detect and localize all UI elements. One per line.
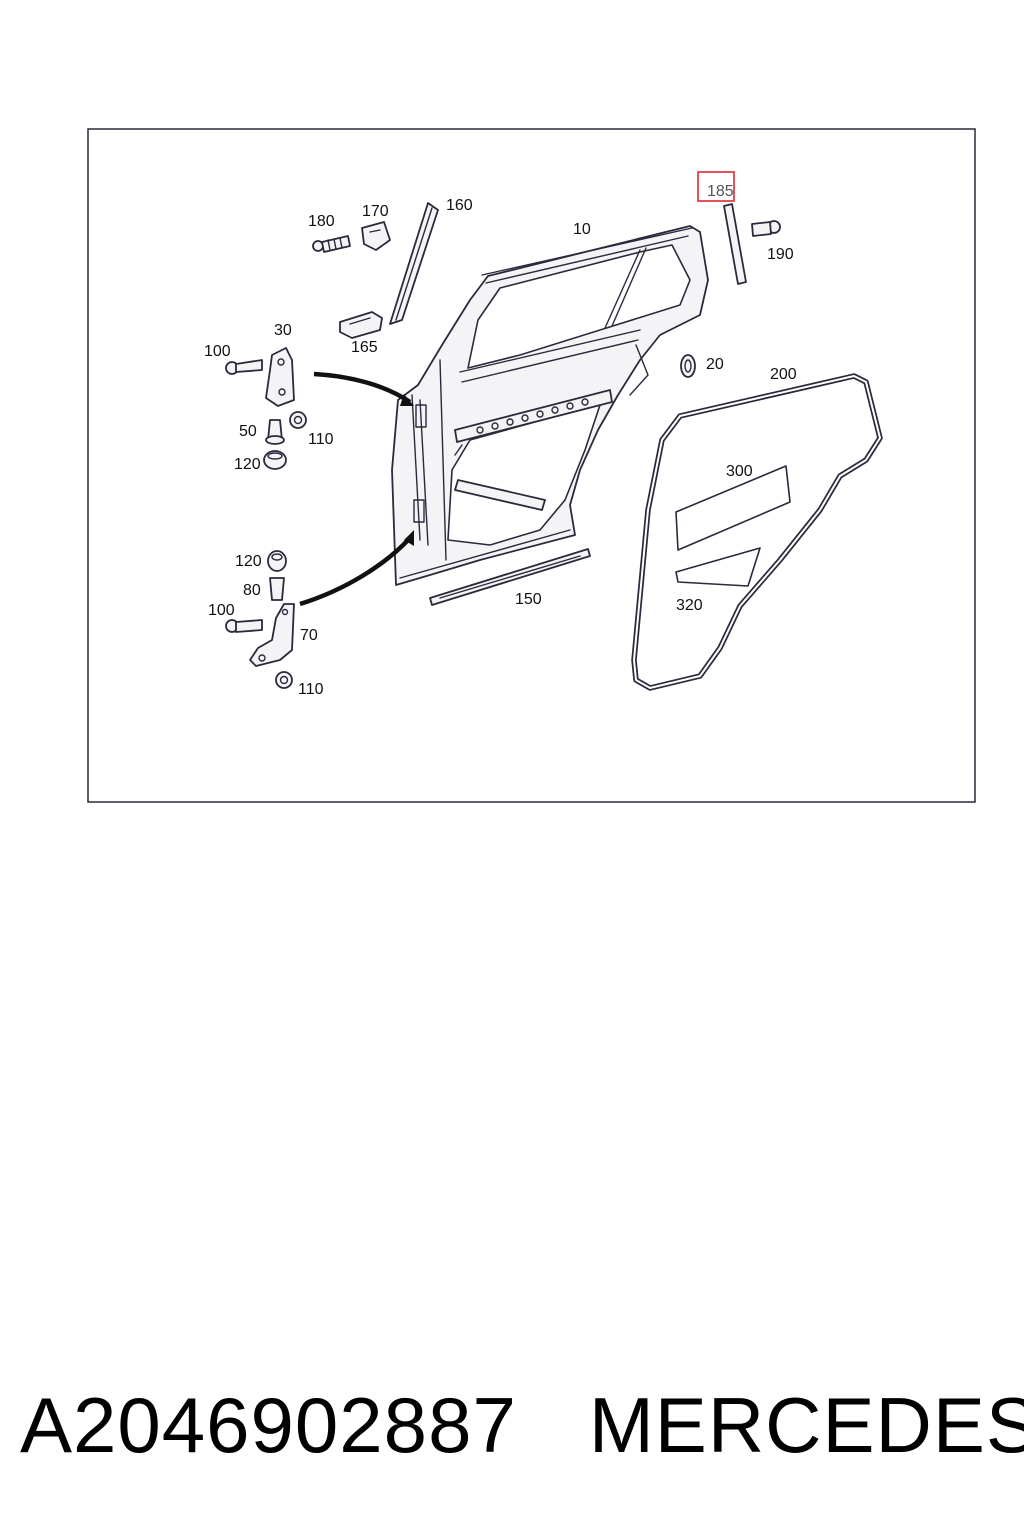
callout-highlight-box [697, 171, 735, 202]
part-120-cap-lower [267, 550, 287, 572]
part-50-pin [265, 419, 285, 445]
part-170-clip [361, 221, 391, 251]
callout-200: 200 [770, 366, 797, 383]
callout-100-upper: 100 [204, 343, 231, 360]
callout-170: 170 [362, 203, 389, 220]
callout-100-lower: 100 [208, 602, 235, 619]
callout-110-upper: 110 [308, 431, 334, 448]
part-110-nut-upper [289, 411, 307, 429]
callout-190: 190 [767, 246, 794, 263]
arrow-upper [313, 371, 412, 404]
callout-180: 180 [308, 213, 335, 230]
callout-320: 320 [676, 597, 703, 614]
callout-50: 50 [239, 423, 257, 440]
arrow-lower [299, 536, 412, 607]
part-100-screw-lower [225, 619, 263, 633]
brand-name: MERCEDES [588, 1380, 1024, 1469]
part-110-nut-lower [275, 671, 293, 689]
parts-diagram: 185 160 170 180 10 190 30 100 165 20 200… [87, 128, 976, 803]
callout-70: 70 [300, 627, 318, 644]
callout-80: 80 [243, 582, 261, 599]
callout-10: 10 [573, 221, 591, 238]
callout-120-lower: 120 [235, 553, 262, 570]
part-70-lower-hinge [249, 603, 295, 667]
callout-185: 185 [707, 183, 734, 200]
part-190-bolt [751, 220, 781, 237]
callout-300: 300 [726, 463, 753, 480]
part-100-screw-upper [225, 359, 263, 375]
part-150-strip [429, 548, 591, 606]
part-165-bracket [339, 311, 383, 339]
callout-120-upper: 120 [234, 456, 261, 473]
part-80-pin [269, 577, 285, 601]
part-number: A2046902887 [20, 1380, 517, 1469]
part-30-upper-hinge [265, 347, 295, 407]
callout-165: 165 [351, 339, 378, 356]
part-180-screw [312, 235, 351, 253]
callout-150: 150 [515, 591, 542, 608]
callout-20: 20 [706, 356, 724, 373]
part-300-film [675, 465, 791, 551]
callout-30: 30 [274, 322, 292, 339]
callout-160: 160 [446, 197, 473, 214]
door-shell [391, 225, 709, 586]
part-320-film [675, 547, 761, 587]
part-20-grommet [680, 354, 696, 378]
part-160-trim [389, 202, 439, 325]
callout-110-lower: 110 [298, 681, 324, 698]
part-120-cap-upper [263, 450, 287, 470]
part-185-seal [723, 203, 747, 285]
part-200-door-seal [631, 373, 883, 691]
product-caption: A2046902887 MERCEDES [20, 1370, 1024, 1480]
